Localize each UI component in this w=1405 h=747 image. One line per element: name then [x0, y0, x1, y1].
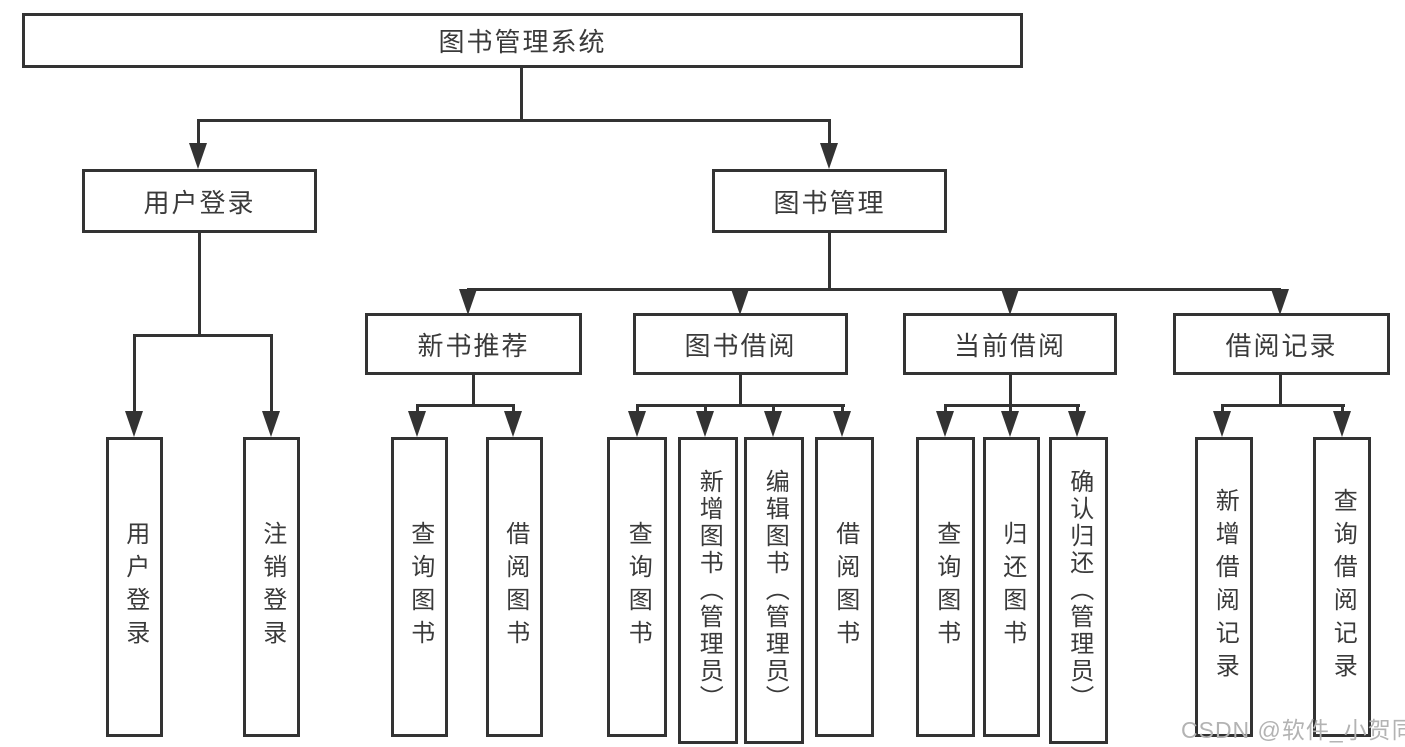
connector-line [739, 375, 742, 407]
connector-line [270, 334, 273, 413]
leaf-current-confirm-admin: 确认归还（管理员） [1049, 437, 1108, 744]
leaf-logout-login: 注销登录 [243, 437, 300, 737]
node-book-management: 图书管理 [712, 169, 947, 233]
leaf-current-return: 归还图书 [983, 437, 1040, 737]
node-current-borrowing: 当前借阅 [903, 313, 1117, 375]
arrowhead-icon [459, 289, 477, 315]
node-new-book-recommend: 新书推荐 [365, 313, 582, 375]
connector-line [772, 404, 775, 415]
leaf-records-add-label: 新增借阅记录 [1211, 488, 1239, 686]
arrowhead-icon [731, 289, 749, 315]
arrowhead-icon [936, 411, 954, 437]
connector-line [1009, 375, 1012, 407]
arrowhead-icon [1271, 289, 1289, 315]
connector-line [520, 68, 523, 121]
node-current-borrowing-label: 当前借阅 [953, 330, 1066, 361]
leaf-borrow-edit-admin-label: 编辑图书（管理员） [761, 469, 789, 712]
connector-line [197, 119, 831, 122]
arrowhead-icon [764, 411, 782, 437]
arrowhead-icon [1333, 411, 1351, 437]
leaf-logout-login-label: 注销登录 [258, 521, 286, 653]
leaf-records-add: 新增借阅记录 [1195, 437, 1253, 737]
arrowhead-icon [1213, 411, 1231, 437]
connector-line [828, 233, 831, 290]
leaf-borrow-add-admin-label: 新增图书（管理员） [695, 469, 723, 712]
arrowhead-icon [820, 143, 838, 169]
leaf-records-query-label: 查询借阅记录 [1329, 488, 1357, 686]
leaf-current-return-label: 归还图书 [998, 521, 1026, 653]
arrowhead-icon [189, 143, 207, 169]
leaf-current-confirm-admin-label: 确认归还（管理员） [1065, 469, 1093, 712]
arrowhead-icon [1001, 289, 1019, 315]
node-book-borrowing: 图书借阅 [633, 313, 848, 375]
connector-line [1009, 404, 1012, 415]
connector-line [636, 404, 845, 407]
connector-line [472, 375, 475, 407]
node-borrowing-records-label: 借阅记录 [1225, 330, 1338, 361]
leaf-newbooks-query: 查询图书 [391, 437, 448, 737]
connector-line [944, 404, 1080, 407]
leaf-user-login-label: 用户登录 [121, 521, 149, 653]
leaf-newbooks-borrow-label: 借阅图书 [501, 521, 529, 653]
connector-line [636, 404, 639, 415]
node-library-system: 图书管理系统 [22, 13, 1023, 68]
connector-line [416, 404, 515, 407]
node-book-borrowing-label: 图书借阅 [684, 330, 797, 361]
arrowhead-icon [1001, 411, 1019, 437]
node-new-book-recommend-label: 新书推荐 [417, 330, 530, 361]
leaf-borrow-edit-admin: 编辑图书（管理员） [744, 437, 804, 744]
node-user-login-label: 用户登录 [143, 187, 256, 218]
connector-line [416, 404, 419, 415]
arrowhead-icon [833, 411, 851, 437]
connector-line [1221, 404, 1224, 415]
connector-line [512, 404, 515, 415]
arrowhead-icon [125, 411, 143, 437]
node-user-login: 用户登录 [82, 169, 317, 233]
arrowhead-icon [696, 411, 714, 437]
leaf-newbooks-query-label: 查询图书 [406, 521, 434, 653]
leaf-current-query-label: 查询图书 [932, 521, 960, 653]
arrowhead-icon [262, 411, 280, 437]
connector-line [198, 233, 201, 336]
node-book-management-label: 图书管理 [773, 187, 886, 218]
connector-line [1341, 404, 1344, 415]
connector-line [1279, 375, 1282, 407]
leaf-user-login: 用户登录 [106, 437, 163, 737]
connector-line [944, 404, 947, 415]
arrowhead-icon [504, 411, 522, 437]
node-library-system-label: 图书管理系统 [438, 27, 607, 57]
arrowhead-icon [408, 411, 426, 437]
connector-line [841, 404, 844, 415]
connector-line [704, 404, 707, 415]
leaf-borrow-borrow-label: 借阅图书 [831, 521, 859, 653]
leaf-borrow-borrow: 借阅图书 [815, 437, 874, 737]
watermark: CSDN @软件_小贺同学 [1181, 717, 1405, 743]
connector-line [828, 119, 831, 145]
connector-line [1076, 404, 1079, 415]
connector-line [197, 119, 200, 145]
leaf-current-query: 查询图书 [916, 437, 975, 737]
connector-line [133, 334, 136, 413]
connector-line [133, 334, 273, 337]
arrowhead-icon [628, 411, 646, 437]
leaf-borrow-query: 查询图书 [607, 437, 667, 737]
arrowhead-icon [1068, 411, 1086, 437]
leaf-borrow-query-label: 查询图书 [624, 521, 652, 653]
leaf-borrow-add-admin: 新增图书（管理员） [678, 437, 738, 744]
connector-line [1221, 404, 1345, 407]
leaf-records-query: 查询借阅记录 [1313, 437, 1371, 737]
leaf-newbooks-borrow: 借阅图书 [486, 437, 543, 737]
connector-line [467, 288, 1281, 291]
node-borrowing-records: 借阅记录 [1173, 313, 1390, 375]
